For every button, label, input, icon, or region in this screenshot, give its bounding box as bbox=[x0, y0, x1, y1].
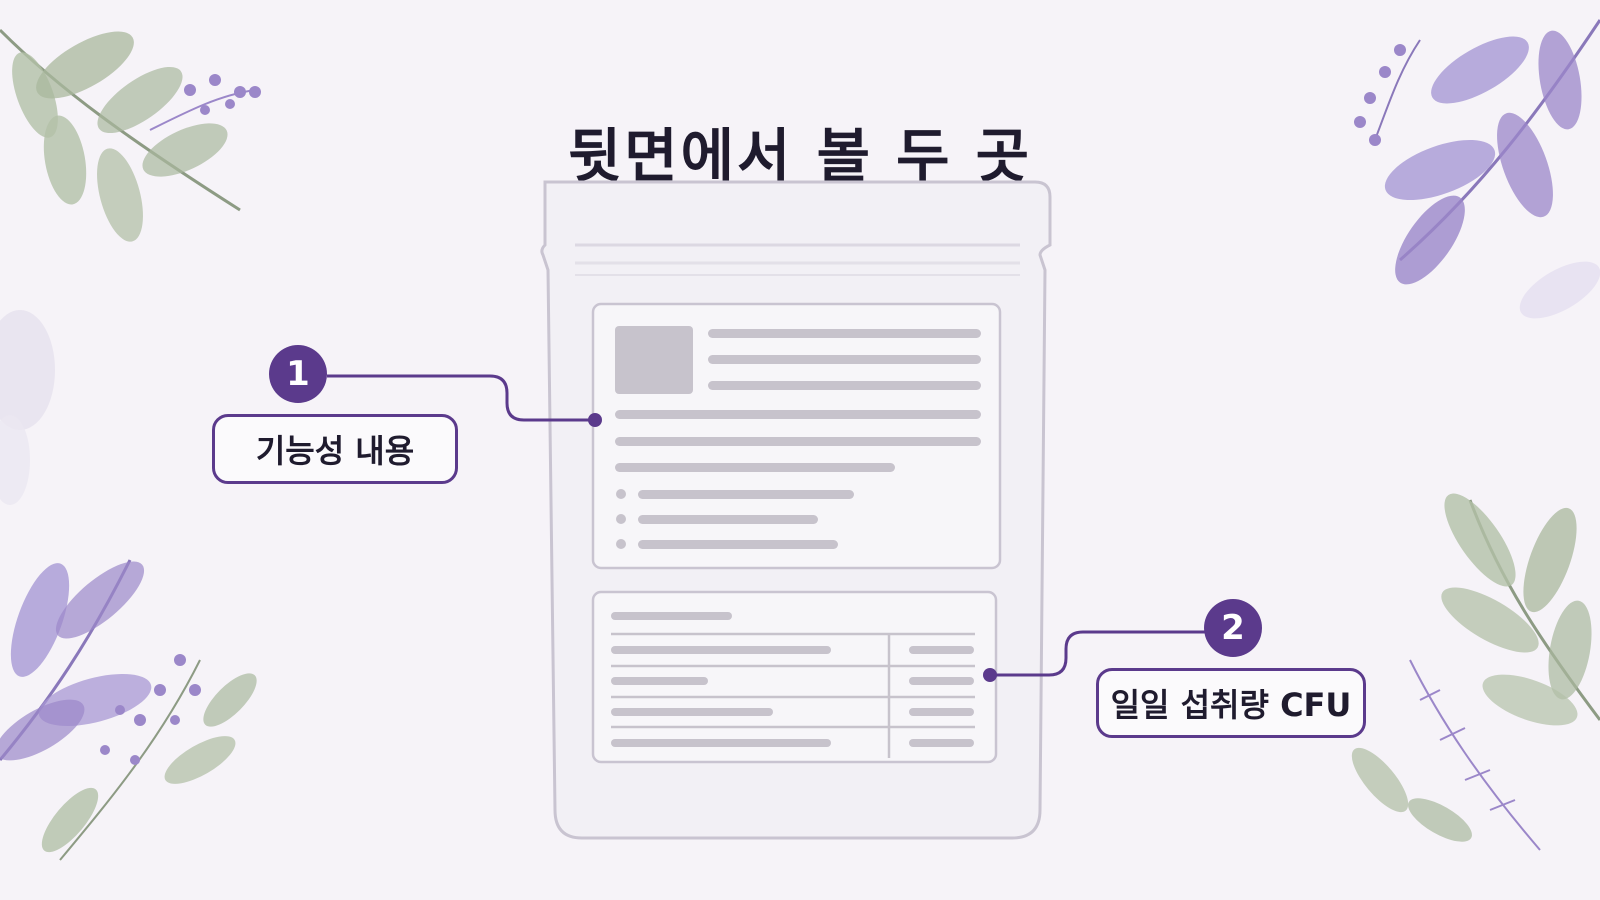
leaf-icon bbox=[0, 310, 55, 430]
leaf-branch-icon bbox=[1351, 493, 1600, 851]
connector-dot-1 bbox=[588, 413, 602, 427]
leaf-branch-icon bbox=[1354, 19, 1600, 319]
callout-label-daily-intake-cfu: 일일 섭취량 CFU bbox=[1096, 668, 1366, 738]
callout-number-2: 2 bbox=[1204, 599, 1262, 657]
leaf-icon bbox=[0, 415, 30, 505]
leaf-branch-icon bbox=[0, 28, 261, 242]
functional-info-panel bbox=[591, 302, 1002, 570]
daily-intake-panel bbox=[591, 590, 998, 764]
callout-label-functional-content: 기능성 내용 bbox=[212, 414, 458, 484]
connector-line-1 bbox=[327, 374, 595, 422]
callout-number-1: 1 bbox=[269, 345, 327, 403]
connector-dot-2 bbox=[983, 668, 997, 682]
connector-line-2 bbox=[990, 630, 1207, 677]
page-title: 뒷면에서 볼 두 곳 bbox=[567, 121, 1033, 190]
leaf-branch-icon bbox=[0, 559, 257, 861]
